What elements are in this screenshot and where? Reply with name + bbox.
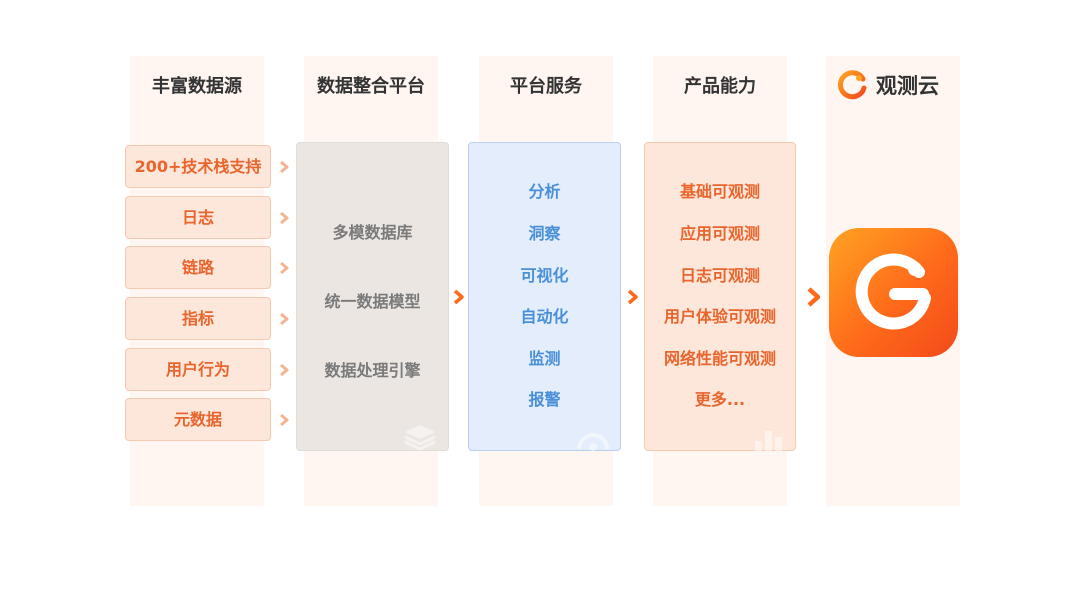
- column-title-services: 平台服务: [510, 76, 582, 97]
- column-title-integration: 数据整合平台: [317, 76, 425, 97]
- brand-name: 观测云: [876, 74, 939, 98]
- capability-item: 用户体验可观测: [663, 307, 776, 326]
- service-item: 监测: [528, 349, 561, 368]
- source-item: 用户行为: [125, 348, 271, 391]
- chevron-right-icon: [280, 312, 289, 326]
- app-logo-icon: [829, 228, 958, 357]
- integration-item: 数据处理引擎: [324, 361, 421, 380]
- chevron-right-icon: [280, 160, 289, 174]
- source-item: 链路: [125, 246, 271, 289]
- service-item: 可视化: [520, 266, 569, 285]
- source-item: 日志: [125, 196, 271, 239]
- source-item: 200+技术栈支持: [125, 145, 271, 188]
- chevron-right-icon: [453, 289, 464, 305]
- integration-item: 多模数据库: [332, 223, 413, 242]
- brand-header: 观测云: [836, 68, 939, 102]
- services-card: 分析 洞察 可视化 自动化 监测 报警: [468, 142, 621, 451]
- column-title-sources: 丰富数据源: [152, 76, 242, 97]
- capability-item: 日志可观测: [679, 266, 760, 285]
- integration-card: 多模数据库 统一数据模型 数据处理引擎: [296, 142, 449, 451]
- service-item: 分析: [528, 182, 561, 201]
- capability-item: 网络性能可观测: [663, 349, 776, 368]
- source-item: 指标: [125, 297, 271, 340]
- capability-item: 更多...: [694, 390, 746, 409]
- service-item: 洞察: [528, 224, 561, 243]
- brand-glyph-icon: [855, 253, 931, 330]
- layers-icon: [404, 425, 436, 451]
- capability-item: 应用可观测: [679, 224, 760, 243]
- service-item: 自动化: [520, 307, 569, 326]
- chevron-right-icon: [280, 413, 289, 427]
- bar-chart-icon: [755, 431, 782, 451]
- chevron-right-icon: [807, 287, 821, 307]
- column-title-capabilities: 产品能力: [684, 76, 756, 97]
- brand-logo-icon: [837, 70, 867, 100]
- source-item: 元数据: [125, 398, 271, 441]
- capabilities-card: 基础可观测 应用可观测 日志可观测 用户体验可观测 网络性能可观测 更多...: [644, 142, 796, 451]
- chevron-right-icon: [627, 289, 638, 305]
- service-item: 报警: [528, 390, 561, 409]
- capability-item: 基础可观测: [679, 182, 760, 201]
- integration-item: 统一数据模型: [324, 292, 421, 311]
- chevron-right-icon: [280, 211, 289, 225]
- chevron-right-icon: [280, 261, 289, 275]
- gauge-icon: [577, 433, 609, 451]
- chevron-right-icon: [280, 363, 289, 377]
